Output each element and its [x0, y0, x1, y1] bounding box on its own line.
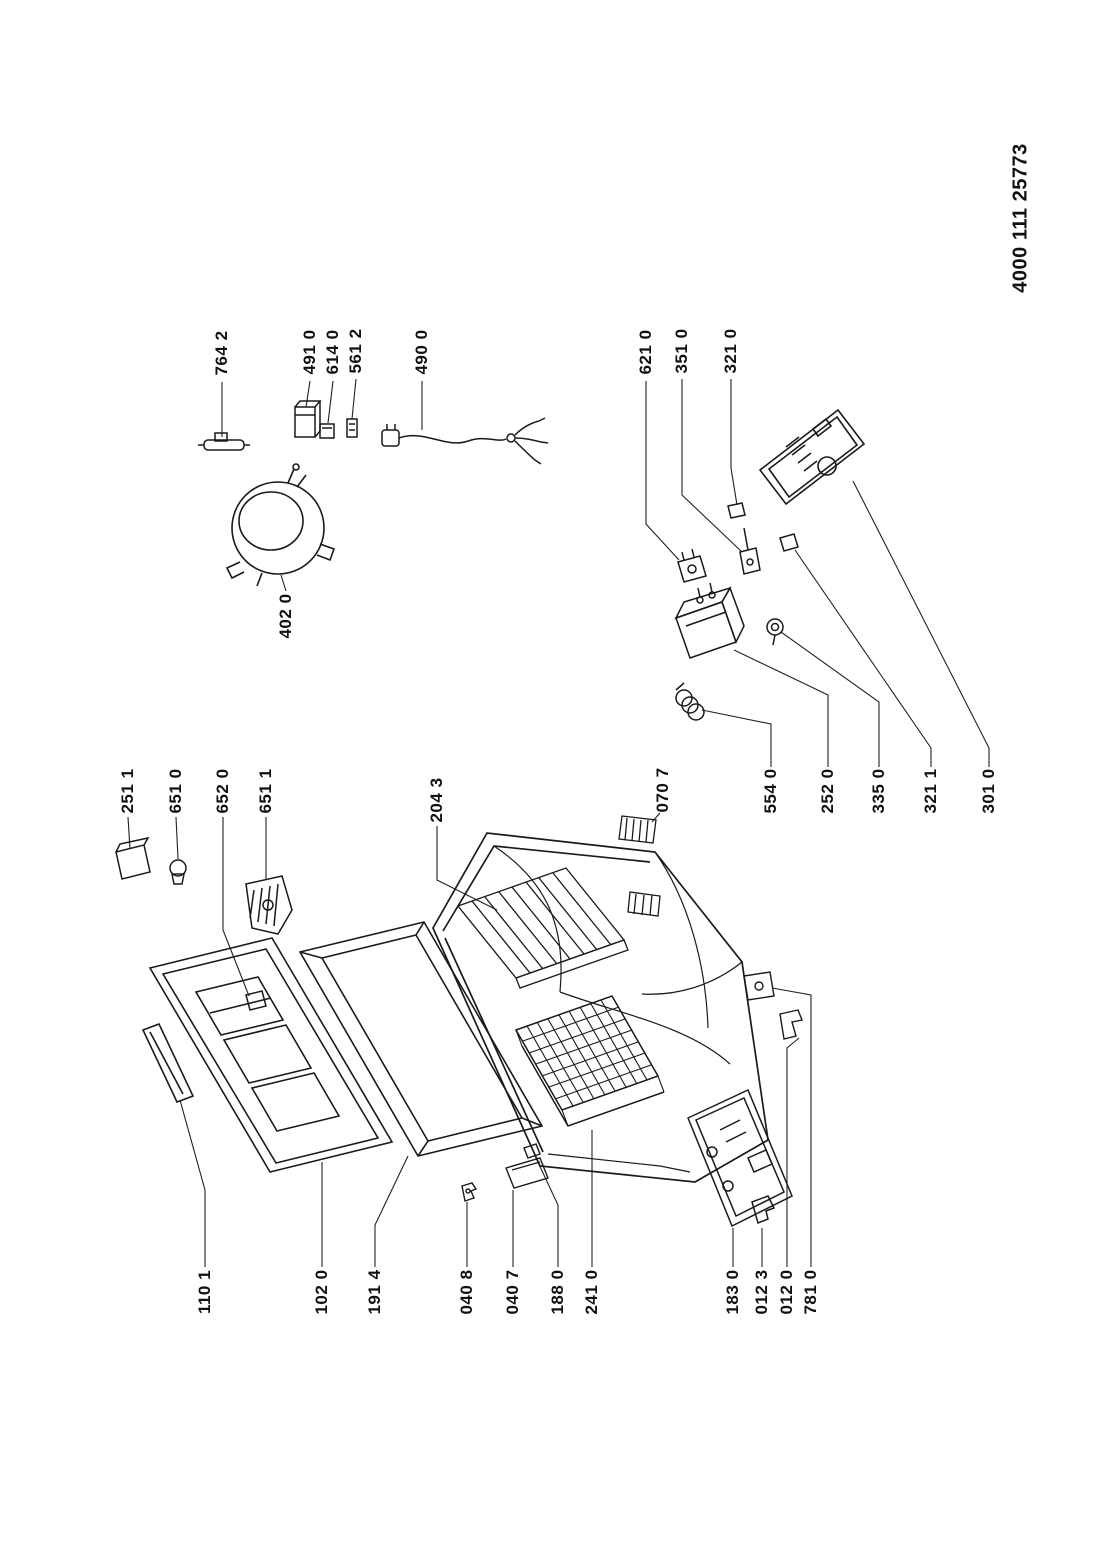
part-label-764-2: 764 2: [212, 330, 231, 376]
part-label-321-1: 321 1: [921, 768, 940, 814]
door-stop-drawing: [115, 836, 151, 880]
relay-cover-drawing: [294, 400, 322, 438]
part-label-183-0: 183 0: [723, 1269, 742, 1315]
part-label-251-1: 251 1: [118, 768, 137, 814]
part-label-040-8: 040 8: [457, 1269, 476, 1315]
thermostat-drawing: [739, 527, 761, 575]
part-label-040-7: 040 7: [503, 1269, 522, 1315]
evaporator-shelf-drawing: [456, 867, 629, 989]
part-label-490-0: 490 0: [412, 329, 431, 375]
connector-drawing: [346, 418, 358, 438]
small-clips-drawing: [461, 1143, 549, 1202]
part-label-252-0: 252 0: [818, 768, 837, 814]
part-label-188-0: 188 0: [548, 1269, 567, 1315]
part-label-651-0: 651 0: [166, 768, 185, 814]
part-label-351-0: 351 0: [672, 328, 691, 374]
part-label-621-0: 621 0: [636, 329, 655, 375]
lamp-housing-drawing: [245, 875, 293, 935]
part-label-301-0: 301 0: [979, 768, 998, 814]
part-label-012-0: 012 0: [777, 1269, 796, 1315]
part-label-652-0: 652 0: [213, 768, 232, 814]
basket-drawing: [514, 995, 665, 1127]
part-label-321-0: 321 0: [721, 328, 740, 374]
part-label-402-0: 402 0: [276, 593, 295, 639]
cabinet-drawing: [432, 832, 769, 1183]
part-label-614-0: 614 0: [323, 329, 342, 375]
part-label-110-1: 110 1: [195, 1269, 214, 1315]
document-number: 4000 111 25773: [1009, 143, 1032, 293]
part-label-561-2: 561 2: [346, 328, 365, 374]
control-panel-drawing: [758, 408, 866, 506]
part-label-335-0: 335 0: [869, 768, 888, 814]
part-label-554-0: 554 0: [761, 768, 780, 814]
door-handle-drawing: [141, 1022, 195, 1104]
part-label-204-3: 204 3: [427, 777, 446, 823]
switch-drawing: [677, 548, 707, 583]
power-cord-drawing: [381, 417, 549, 465]
part-label-781-0: 781 0: [801, 1269, 820, 1315]
part-label-102-0: 102 0: [312, 1269, 331, 1315]
part-label-651-1: 651 1: [256, 768, 275, 814]
starter-fuse-drawing: [198, 432, 250, 451]
lamp-lens-drawing: [245, 990, 267, 1011]
relay-box-drawing: [674, 582, 745, 659]
compressor-cover-drawing: [687, 1088, 793, 1228]
compressor-drawing: [225, 463, 336, 587]
leader-lines: [127, 378, 990, 1267]
door-outer-panel-drawing: [148, 937, 394, 1173]
part-label-241-0: 241 0: [582, 1269, 601, 1315]
spring-drawing: [675, 682, 705, 721]
vent-grille-drawing: [618, 815, 661, 917]
hinge-parts-drawing: [743, 971, 803, 1040]
button-cap-drawing: [727, 502, 799, 552]
part-label-491-0: 491 0: [300, 329, 319, 375]
part-label-012-3: 012 3: [752, 1269, 771, 1315]
terminal-block-drawing: [319, 423, 335, 439]
part-label-070-7: 070 7: [653, 767, 672, 813]
door-inner-frame-drawing: [298, 921, 544, 1157]
lamp-bulb-drawing: [169, 859, 187, 885]
grommet-drawing: [766, 618, 784, 646]
part-label-191-4: 191 4: [365, 1269, 384, 1315]
